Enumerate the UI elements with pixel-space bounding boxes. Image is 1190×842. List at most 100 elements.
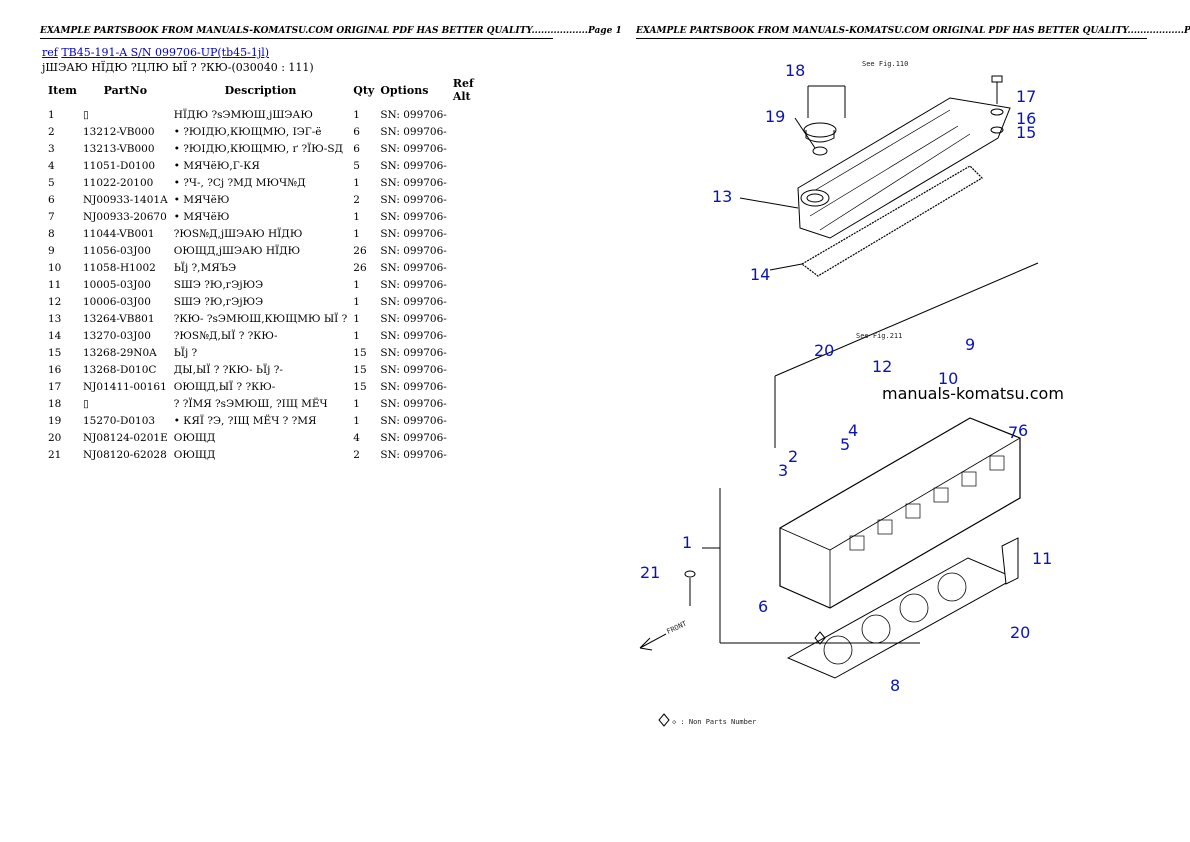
cell-qty: 1 bbox=[353, 176, 360, 189]
column-header-description: Description bbox=[224, 83, 297, 97]
column-header-partno: PartNo bbox=[103, 83, 148, 97]
cell-qty: 6 bbox=[353, 142, 360, 155]
callout-label: 10 bbox=[938, 369, 958, 388]
cell-qty: 26 bbox=[353, 261, 367, 274]
column-header-qty: Qty bbox=[353, 83, 375, 97]
callout-label: 7 bbox=[1008, 423, 1018, 442]
cell-qty: 1 bbox=[353, 278, 360, 291]
cell-partno: NJ01411-00161 bbox=[83, 380, 167, 393]
cell-ref-alt bbox=[450, 327, 496, 344]
cell-description: НЇДЮ ?sЭМЮШ,jШЭАЮ bbox=[173, 108, 313, 121]
diagram-legend: ◇ : Non Parts Number bbox=[672, 718, 756, 726]
cell-options: SN: 099706- bbox=[380, 346, 447, 359]
cell-item: 7 bbox=[48, 210, 55, 223]
callout-label: 18 bbox=[785, 61, 805, 80]
cell-options: SN: 099706- bbox=[380, 159, 447, 172]
note-see-fig-110: See Fig.110 bbox=[862, 60, 908, 68]
cell-ref-alt bbox=[450, 293, 496, 310]
cell-qty: 1 bbox=[353, 108, 360, 121]
cell-item: 21 bbox=[48, 448, 62, 461]
cell-options: SN: 099706- bbox=[380, 363, 447, 376]
cell-item: 14 bbox=[48, 329, 62, 342]
cell-item: 11 bbox=[48, 278, 62, 291]
column-header-ref-alt: Ref Alt bbox=[452, 77, 474, 103]
cell-description: • МЯЧёЮ bbox=[173, 193, 230, 206]
cell-ref-alt bbox=[450, 191, 496, 208]
cell-qty: 2 bbox=[353, 193, 360, 206]
cell-qty: 1 bbox=[353, 312, 360, 325]
cell-partno: NJ00933-1401A bbox=[83, 193, 168, 206]
cell-partno: NJ00933-20670 bbox=[83, 210, 167, 223]
cell-description: • ?ЮІДЮ,КЮЩМЮ, ІЭГ-ё bbox=[173, 125, 322, 138]
cell-description: ДЫ,ЫЇ ? ?КЮ- ЬЇј ?- bbox=[173, 363, 283, 376]
cell-description: ОЮЩД bbox=[173, 448, 216, 461]
callout-label: 21 bbox=[640, 563, 660, 582]
cell-ref-alt bbox=[450, 378, 496, 395]
callout-label: 6 bbox=[758, 597, 768, 616]
cell-ref-alt bbox=[450, 242, 496, 259]
note-see-fig-211: See Fig.211 bbox=[856, 332, 902, 340]
cell-ref-alt bbox=[450, 106, 496, 123]
reference-line: ref TB45-191-A S/N 099706-UP(tb45-1jl) bbox=[42, 46, 269, 59]
cell-description: • МЯЧёЮ bbox=[173, 210, 230, 223]
cell-options: SN: 099706- bbox=[380, 431, 447, 444]
callout-label: 20 bbox=[814, 341, 834, 360]
cell-ref-alt bbox=[450, 157, 496, 174]
cell-item: 4 bbox=[48, 159, 55, 172]
watermark-text: manuals-komatsu.com bbox=[882, 384, 1064, 403]
exploded-parts-diagram: See Fig.110 See Fig.211 FRONT ◇ : Non Pa… bbox=[639, 60, 1052, 727]
cell-ref-alt bbox=[450, 276, 496, 293]
cell-description: ОЮЩД,jШЭАЮ НЇДЮ bbox=[173, 244, 301, 257]
cell-qty: 5 bbox=[353, 159, 360, 172]
cell-partno: 10006-03J00 bbox=[83, 295, 151, 308]
callout-label: 11 bbox=[1032, 549, 1052, 568]
callout-label: 8 bbox=[890, 676, 900, 695]
cylinder-head-shape bbox=[779, 417, 1021, 609]
page-header-left: EXAMPLE PARTSBOOK FROM MANUALS-KOMATSU.C… bbox=[40, 26, 622, 39]
cell-description: • ?ЮІДЮ,КЮЩМЮ, ґ ?ЇЮ-SД bbox=[173, 142, 344, 155]
cell-options: SN: 099706- bbox=[380, 414, 447, 427]
cell-options: SN: 099706- bbox=[380, 448, 447, 461]
cell-options: SN: 099706- bbox=[380, 210, 447, 223]
valve-cover-shape bbox=[797, 97, 1011, 239]
callout-label: 2 bbox=[788, 447, 798, 466]
cell-ref-alt bbox=[450, 361, 496, 378]
page-header-right: EXAMPLE PARTSBOOK FROM MANUALS-KOMATSU.C… bbox=[636, 26, 1190, 39]
ref-prefix-link[interactable]: ref bbox=[42, 46, 58, 59]
cell-ref-alt bbox=[450, 310, 496, 327]
oil-cap-shape bbox=[803, 122, 837, 138]
cell-description: SШЭ ?Ю,гЭјЮЭ bbox=[173, 278, 264, 291]
cell-ref-alt bbox=[450, 344, 496, 361]
cell-item: 9 bbox=[48, 244, 55, 257]
cell-partno: 11051-D0100 bbox=[83, 159, 156, 172]
cell-options: SN: 099706- bbox=[380, 125, 447, 138]
ref-model-link[interactable]: TB45-191-A S/N 099706-UP(tb45-1jl) bbox=[61, 46, 270, 59]
callout-label: 13 bbox=[712, 187, 732, 206]
callout-label: 14 bbox=[750, 265, 770, 284]
cell-item: 2 bbox=[48, 125, 55, 138]
cell-qty: 26 bbox=[353, 244, 367, 257]
cell-partno: 11058-H1002 bbox=[83, 261, 156, 274]
cell-ref-alt bbox=[450, 395, 496, 412]
cell-qty: 1 bbox=[353, 414, 360, 427]
cell-item: 1 bbox=[48, 108, 55, 121]
cell-item: 19 bbox=[48, 414, 62, 427]
cell-qty: 1 bbox=[353, 227, 360, 240]
cell-qty: 15 bbox=[353, 363, 367, 376]
cell-options: SN: 099706- bbox=[380, 295, 447, 308]
cell-ref-alt bbox=[450, 174, 496, 191]
cell-partno: 11044-VB001 bbox=[83, 227, 155, 240]
cell-description: ЬЇј ?,МЯЪЭ bbox=[173, 261, 237, 274]
cell-item: 8 bbox=[48, 227, 55, 240]
